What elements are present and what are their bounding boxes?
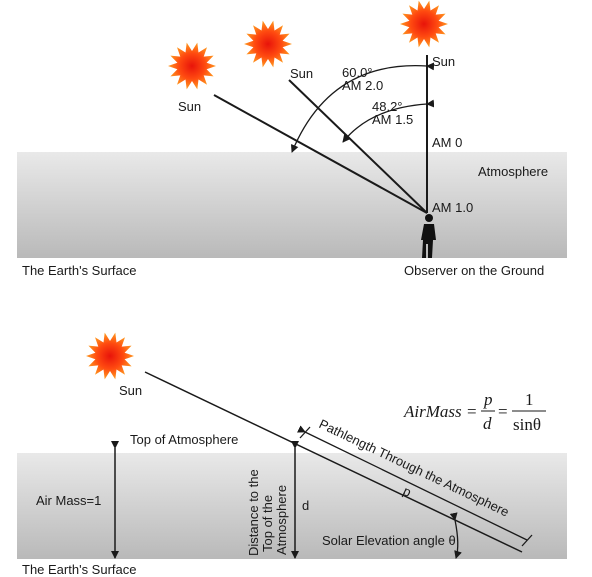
pathlength-end-tick-top	[299, 426, 311, 439]
sun-icon-bottom	[86, 332, 134, 380]
equation-denominator-sin: sinθ	[513, 415, 541, 434]
sun-label-middle: Sun	[290, 66, 313, 81]
arc-60-degrees	[290, 62, 435, 153]
sun-icon-left	[168, 42, 216, 90]
equation-equals-1: =	[467, 402, 477, 421]
air-mass-1-label: Air Mass=1	[36, 493, 101, 508]
equation-numerator-1: 1	[525, 390, 534, 409]
air-mass-equation: AirMass = p d = 1 sinθ	[403, 390, 546, 434]
observer-icon	[421, 214, 436, 258]
sun-label-bottom: Sun	[119, 383, 142, 398]
solar-elevation-label: Solar Elevation angle θ	[322, 533, 456, 548]
sun-icon-middle	[244, 20, 292, 68]
equation-lhs: AirMass	[403, 402, 462, 421]
atmosphere-band-top	[17, 152, 567, 258]
angle-48-label: 48.2°	[372, 99, 403, 114]
distance-label-line1: Distance to the	[246, 469, 261, 556]
am-1-0-label: AM 1.0	[432, 200, 473, 215]
pathlength-arrow	[296, 425, 528, 541]
am-0-label: AM 0	[432, 135, 462, 150]
sun-label-right: Sun	[432, 54, 455, 69]
equation-denominator-d: d	[483, 414, 492, 433]
equation-equals-2: =	[498, 402, 508, 421]
distance-label-line3: Atmosphere	[274, 485, 289, 555]
ray-am20	[213, 94, 428, 214]
equation-numerator-p: p	[483, 390, 493, 409]
observer-label: Observer on the Ground	[404, 263, 544, 278]
distance-label-group: Distance to the Top of the Atmosphere	[246, 469, 289, 556]
atmosphere-label: Atmosphere	[478, 164, 548, 179]
distance-label-line2: Top of the	[260, 495, 275, 552]
sun-label-left: Sun	[178, 99, 201, 114]
am-1-5-label: AM 1.5	[372, 112, 413, 127]
d-label: d	[302, 498, 309, 513]
arc-48-degrees	[342, 99, 435, 143]
sun-icon-right	[400, 0, 448, 48]
elevation-angle-arc	[449, 512, 462, 559]
angle-60-label: 60.0°	[342, 65, 373, 80]
top-of-atmosphere-label: Top of Atmosphere	[130, 432, 238, 447]
earth-surface-label-bottom: The Earth's Surface	[22, 562, 136, 577]
am-2-0-label: AM 2.0	[342, 78, 383, 93]
pathlength-end-tick-bottom	[521, 534, 533, 547]
earth-surface-label-top: The Earth's Surface	[22, 263, 136, 278]
